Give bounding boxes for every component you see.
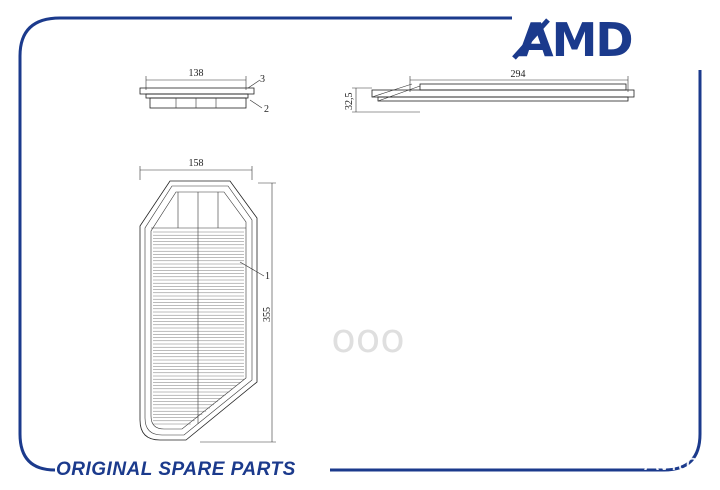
callout-1: 1 (265, 271, 270, 282)
front-view: 158 355 1 (139, 158, 276, 443)
avito-watermark: Avito (623, 451, 699, 476)
callout-3: 3 (260, 74, 265, 85)
top-width-label: 138 (189, 68, 204, 79)
top-view: 138 3 2 (139, 68, 269, 115)
side-height-label: 32,5 (344, 93, 355, 111)
side-view: 294 32,5 (344, 69, 635, 113)
callout-2: 2 (264, 104, 269, 115)
front-width-label: 158 (189, 158, 204, 169)
filter-pleats (153, 231, 245, 425)
tagline-text: ORIGINAL SPARE PARTS (56, 459, 296, 480)
footer-tagline: ORIGINAL SPARE PARTS (56, 459, 296, 480)
avito-watermark-text: Avito (644, 451, 699, 476)
brand-logo: AMD (512, 13, 634, 67)
side-length-label: 294 (511, 69, 526, 80)
watermark-center: ооо (331, 316, 404, 362)
front-height-label: 355 (262, 307, 273, 322)
frame-border (18, 16, 702, 472)
brand-logo-text: AMD (518, 13, 632, 67)
